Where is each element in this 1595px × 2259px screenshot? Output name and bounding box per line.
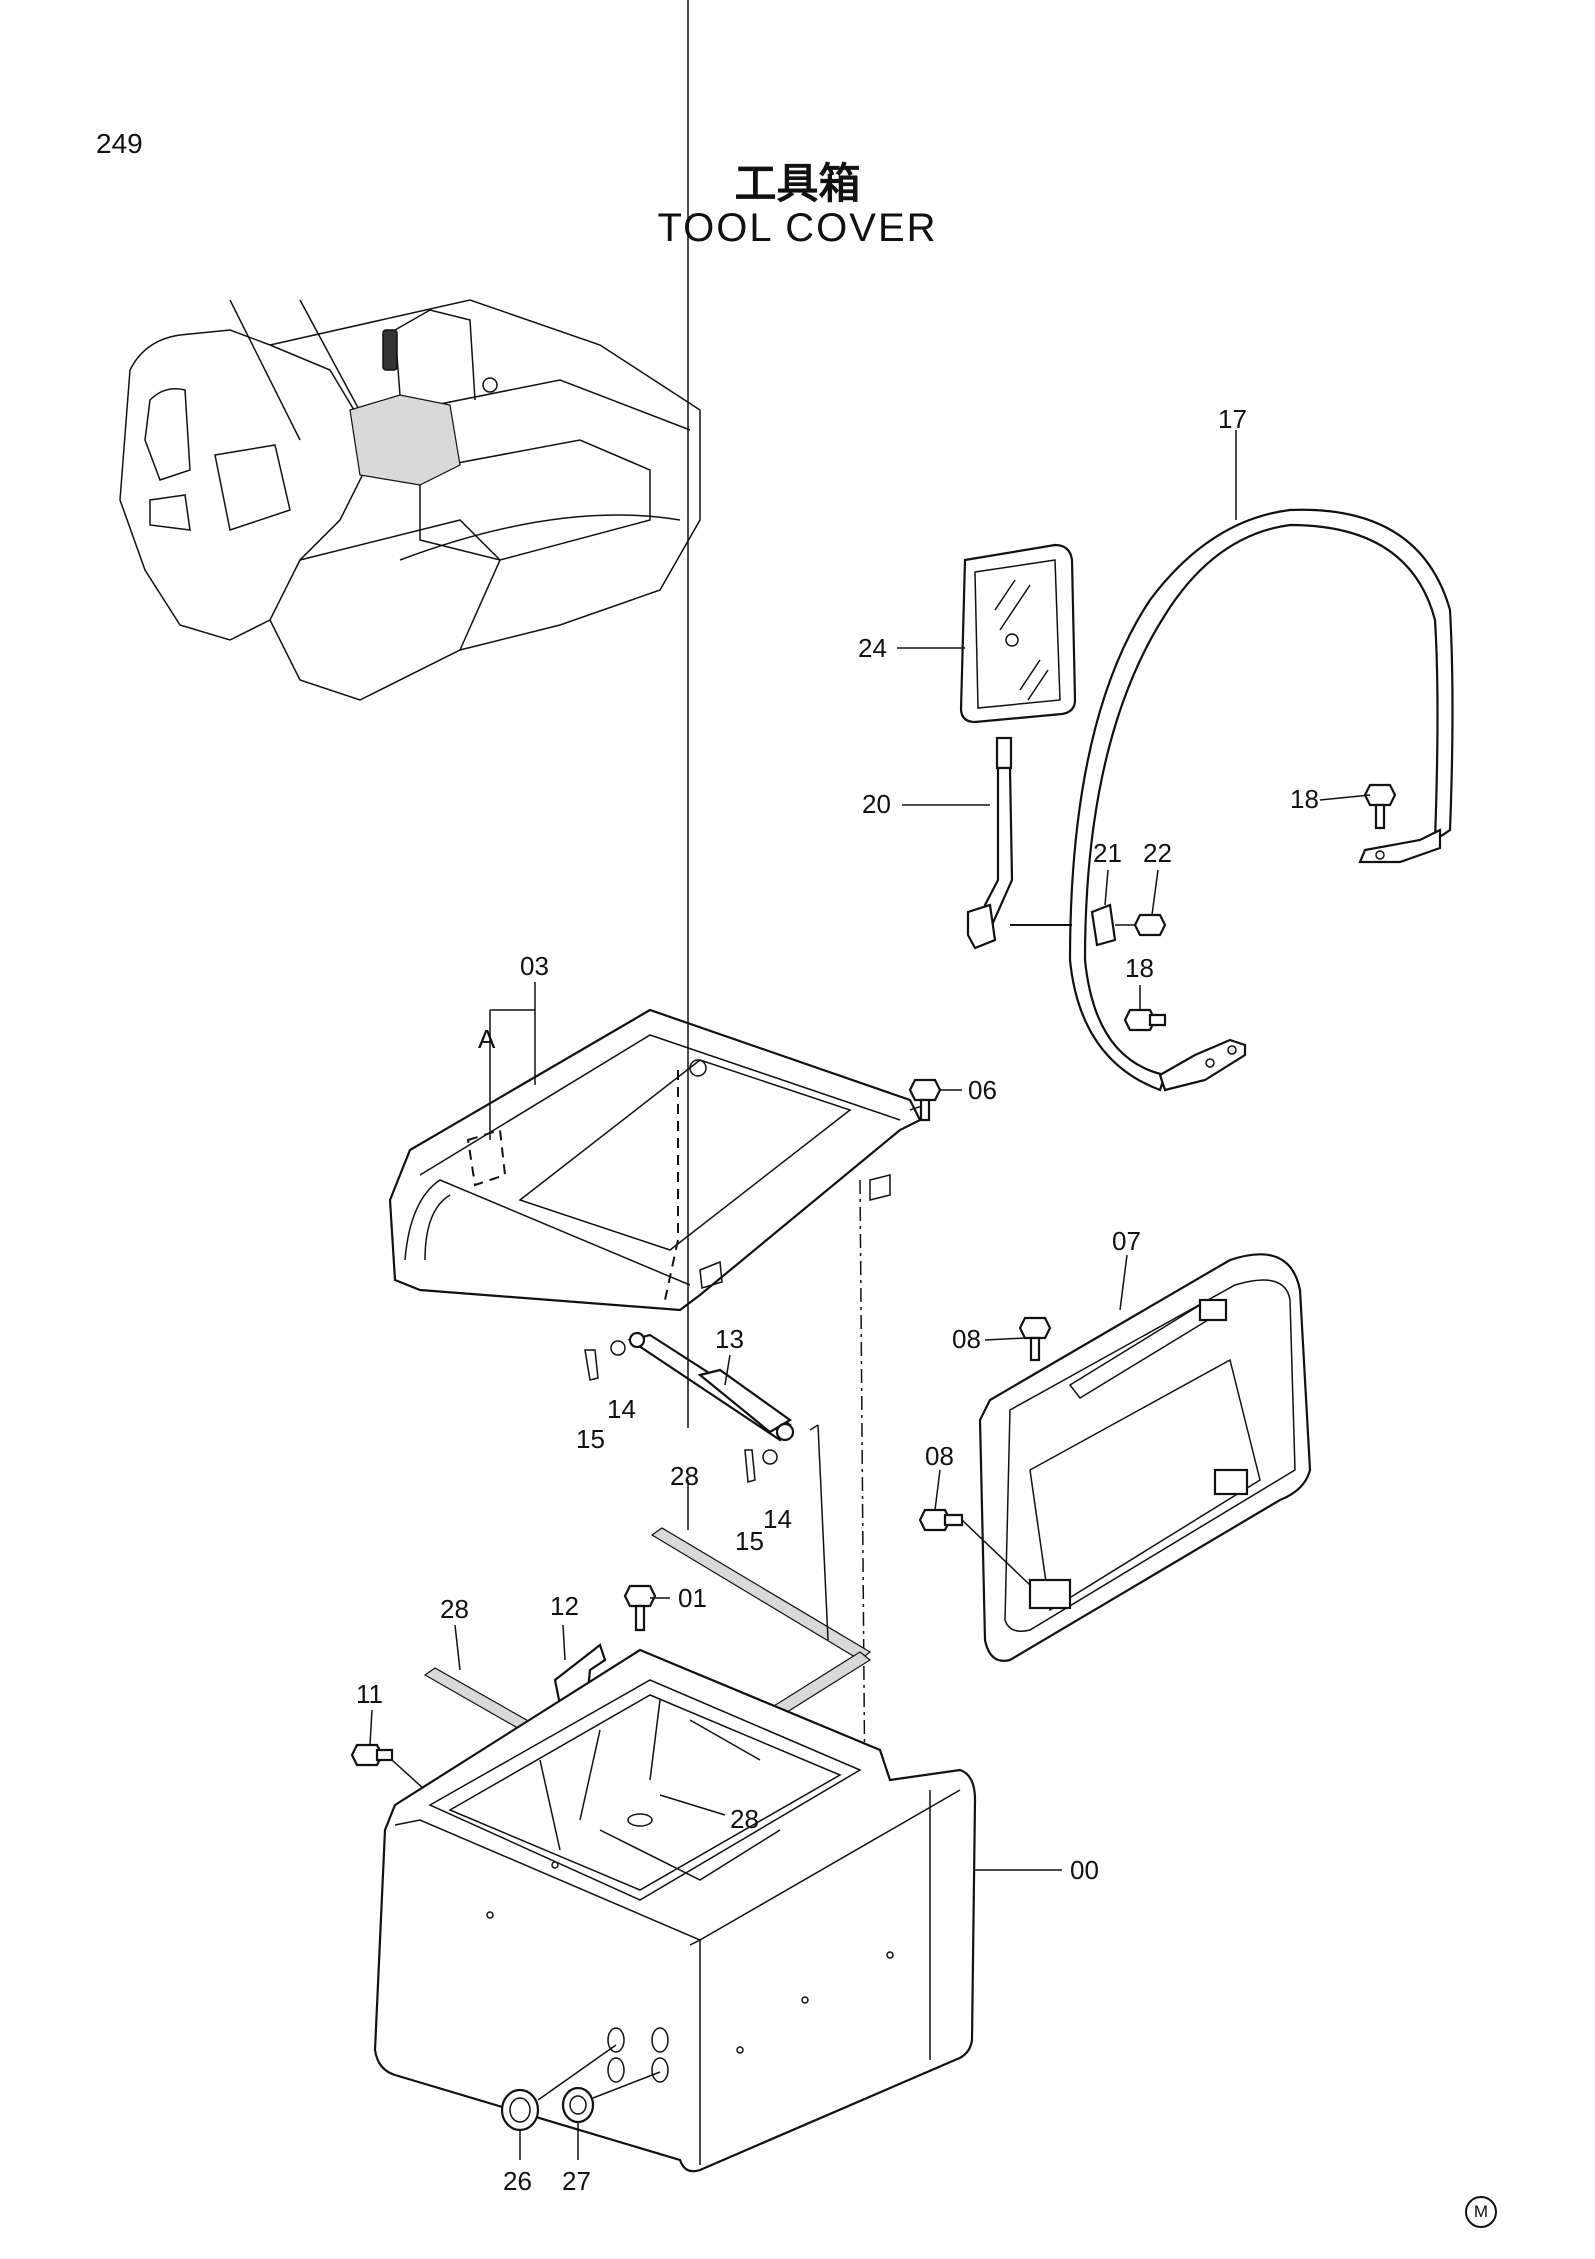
mirror-24 [959, 543, 1077, 724]
callout-28-left: 28 [440, 1594, 469, 1624]
callout-26: 26 [503, 2166, 532, 2196]
callout-A: A [478, 1024, 496, 1054]
tool-box-body-00 [373, 1648, 977, 2173]
callout-18-lower: 18 [1125, 953, 1154, 983]
callout-08-lower: 08 [925, 1441, 954, 1471]
callout-15-upper: 15 [576, 1424, 605, 1454]
callout-11: 11 [356, 1679, 383, 1709]
callout-27: 27 [562, 2166, 591, 2196]
title-japanese: 工具箱 [734, 159, 861, 208]
mirror-stay-20 [966, 736, 1014, 950]
callout-08-upper: 08 [952, 1324, 981, 1354]
callout-15-lower: 15 [735, 1526, 764, 1556]
callout-06: 06 [968, 1075, 997, 1105]
machine-overview-illustration [119, 299, 701, 701]
callout-13: 13 [715, 1324, 744, 1354]
gas-spring-13 [584, 1331, 795, 1483]
callout-14-upper: 14 [607, 1394, 636, 1424]
title-english: TOOL COVER [657, 206, 938, 250]
bolts [350, 1078, 1052, 1841]
callout-01: 01 [678, 1583, 707, 1613]
callout-21: 21 [1093, 838, 1122, 868]
callout-03: 03 [520, 951, 549, 981]
callout-14-lower: 14 [763, 1504, 792, 1534]
clamp-21-and-bolts [1090, 783, 1397, 1032]
callout-28-lower: 28 [730, 1804, 759, 1834]
side-panel-07 [978, 1253, 1312, 1662]
callout-28-upper: 28 [670, 1461, 699, 1491]
callout-24: 24 [858, 633, 887, 663]
guard-rail-17 [1010, 508, 1454, 1092]
callout-12: 12 [550, 1591, 579, 1621]
callout-07: 07 [1112, 1226, 1141, 1256]
callout-20: 20 [862, 789, 891, 819]
callout-18-upper: 18 [1290, 784, 1319, 814]
page-number: 249 [96, 128, 143, 159]
leader-lines [369, 0, 1371, 2160]
callout-22: 22 [1143, 838, 1172, 868]
callout-00: 00 [1070, 1855, 1099, 1885]
callout-17: 17 [1218, 404, 1247, 434]
manufacturer-mark: M [1465, 2196, 1497, 2228]
cover-lid-03 [388, 1008, 922, 1312]
